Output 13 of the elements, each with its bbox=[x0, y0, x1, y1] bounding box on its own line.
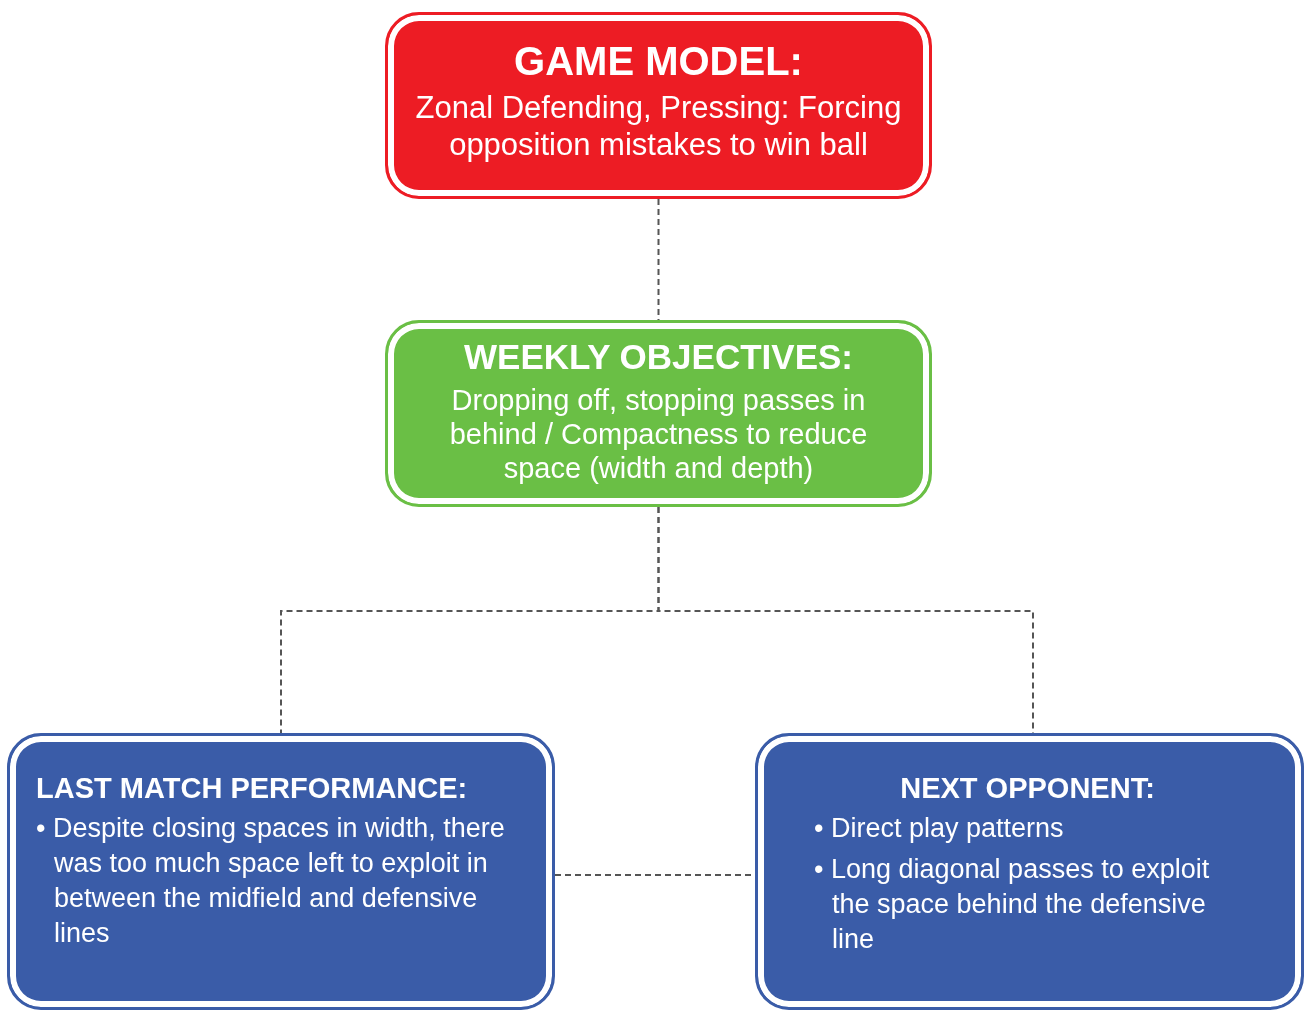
box-heading: GAME MODEL: bbox=[513, 39, 804, 84]
bullet-item: • Long diagonal passes to exploit the space behind the defensive line bbox=[814, 853, 1211, 957]
box-heading: LAST MATCH PERFORMANCE: bbox=[36, 772, 469, 805]
bullet-item: • Direct play patterns bbox=[814, 812, 1065, 845]
rounded-box bbox=[755, 733, 1304, 1010]
rounded-box bbox=[7, 733, 555, 1010]
box-text: Dropping off, stopping passes in behind / Compactness to reduce space (width and depth) bbox=[448, 383, 869, 486]
box-heading: WEEKLY OBJECTIVES: bbox=[463, 337, 854, 377]
rounded-box bbox=[385, 12, 932, 199]
bullet-item: • Despite closing spaces in width, there was too much space left to exploit in between the midfield and defensive lines bbox=[36, 812, 506, 951]
box-text: Zonal Defending, Pressing: Forcing opposition mistakes to win ball bbox=[414, 90, 903, 164]
rounded-box bbox=[385, 320, 932, 507]
box-heading: NEXT OPPONENT: bbox=[899, 772, 1156, 805]
